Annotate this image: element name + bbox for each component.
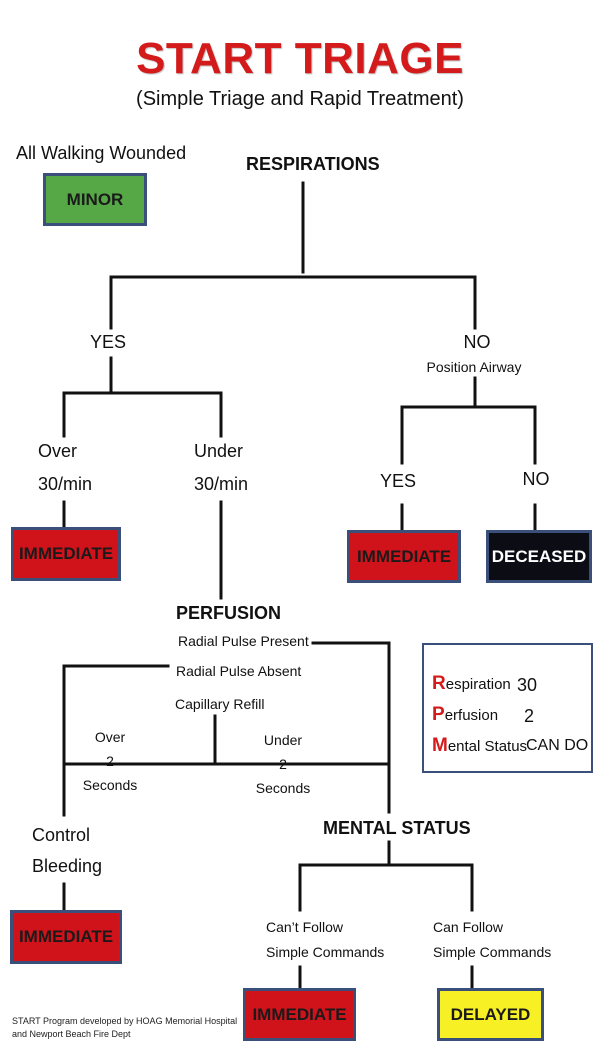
cap-over-line1: Over <box>94 729 126 745</box>
footer-line1: START Program developed by HOAG Memorial… <box>12 1016 238 1026</box>
under-30-line1: Under <box>194 441 244 461</box>
immediate-airway-yes-box: IMMEDIATE <box>347 530 461 583</box>
deceased-box: DECEASED <box>486 530 592 583</box>
control-bleeding-line2: Bleeding <box>32 856 103 876</box>
rpm-mental-row: Mental Status <box>432 735 527 757</box>
cant-follow-line2: Simple Commands <box>266 944 385 960</box>
capillary-refill-label: Capillary Refill <box>175 696 265 712</box>
respirations-no-label: NO <box>463 332 491 352</box>
cap-over-line2: 2 <box>106 753 114 769</box>
cap-over-line3: Seconds <box>82 777 138 793</box>
footer-credit: START Program developed by HOAG Memorial… <box>12 1015 237 1041</box>
over-30-line2: 30/min <box>38 474 93 494</box>
over-30-line1: Over <box>38 441 78 461</box>
under-30-line2: 30/min <box>194 474 249 494</box>
rpm-perfusion-value: 2 <box>524 706 535 726</box>
radial-pulse-present-label: Radial Pulse Present <box>178 633 309 649</box>
can-follow-line2: Simple Commands <box>433 944 552 960</box>
rpm-p-rest: erfusion <box>444 707 499 724</box>
cap-under-line2: 2 <box>279 756 287 772</box>
cant-follow-line1: Can’t Follow <box>266 919 344 935</box>
immediate-over-30-box: IMMEDIATE <box>11 527 121 581</box>
cap-under-line3: Seconds <box>255 780 311 796</box>
immediate-cant-follow-box: IMMEDIATE <box>243 988 356 1041</box>
rpm-p-letter: P <box>432 704 445 725</box>
can-follow-line1: Can Follow <box>433 919 504 935</box>
page-title: START TRIAGE <box>136 34 464 83</box>
respirations-heading: RESPIRATIONS <box>246 154 380 174</box>
walking-wounded-label: All Walking Wounded <box>16 143 187 163</box>
delayed-box: DELAYED <box>437 988 544 1041</box>
mental-status-heading: MENTAL STATUS <box>323 818 471 838</box>
rpm-respiration-value: 30 <box>517 675 538 695</box>
rpm-respiration-row: Respiration <box>432 673 511 695</box>
airway-yes-label: YES <box>379 471 417 491</box>
minor-category-box: MINOR <box>43 173 147 226</box>
rpm-summary-box: Respiration 30 Perfusion 2 Mental Status… <box>422 643 593 773</box>
footer-line2: and Newport Beach Fire Dept <box>12 1029 131 1039</box>
rpm-r-letter: R <box>432 673 446 694</box>
respirations-yes-label: YES <box>89 332 127 352</box>
page-subtitle: (Simple Triage and Rapid Treatment) <box>136 88 464 110</box>
rpm-r-rest: espiration <box>445 676 511 693</box>
rpm-m-letter: M <box>432 735 448 756</box>
position-airway-label: Position Airway <box>426 359 522 375</box>
perfusion-heading: PERFUSION <box>176 603 282 623</box>
rpm-mental-value: CAN DO <box>526 737 589 754</box>
rpm-perfusion-row: Perfusion <box>432 704 498 726</box>
radial-pulse-absent-label: Radial Pulse Absent <box>176 663 302 679</box>
airway-no-label: NO <box>522 469 550 489</box>
immediate-control-bleeding-box: IMMEDIATE <box>10 910 122 964</box>
control-bleeding-line1: Control <box>32 825 91 845</box>
rpm-m-rest: ental Status <box>447 738 528 755</box>
cap-under-line1: Under <box>263 732 303 748</box>
